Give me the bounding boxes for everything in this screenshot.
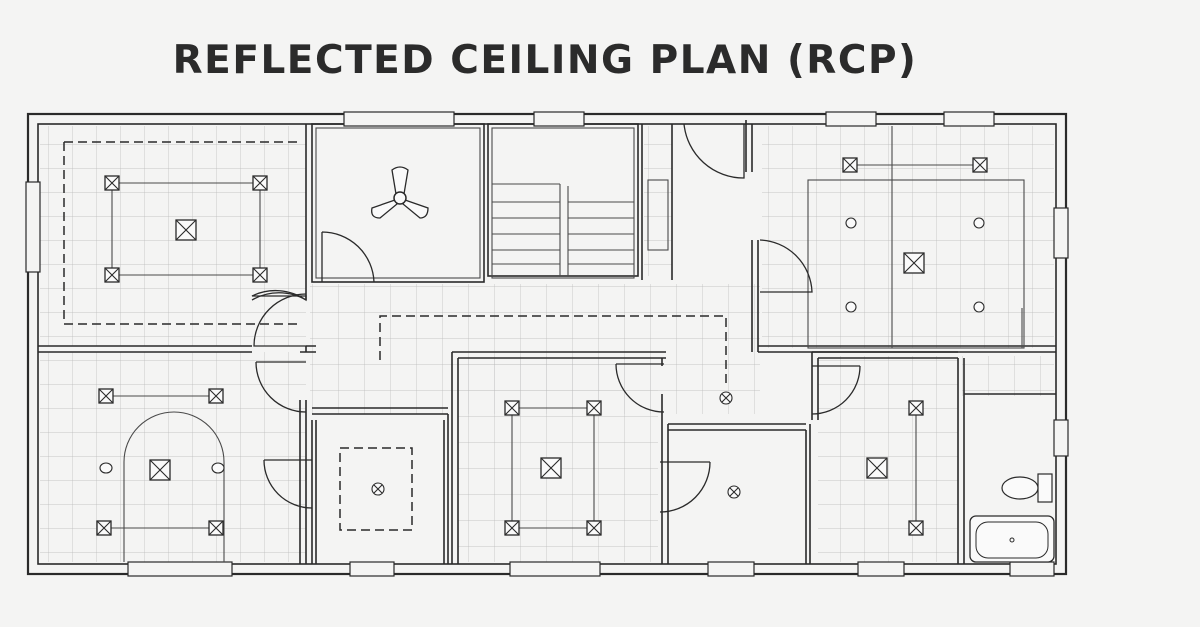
doors — [251, 123, 861, 513]
light-fixture-icon — [208, 520, 224, 536]
light-fixture-icon — [908, 400, 924, 416]
downlight-icon — [845, 217, 857, 229]
light-fixture-icon — [504, 400, 520, 416]
light-fixture-icon — [586, 520, 602, 536]
light-fixture-icon — [504, 520, 520, 536]
light-fixture-icon — [972, 157, 988, 173]
light-fixture-icon — [252, 267, 268, 283]
light-fixture-icon — [252, 175, 268, 191]
ceiling-fan-icon — [371, 166, 429, 219]
pendant-lights — [371, 391, 741, 499]
light-fixture-icon — [96, 520, 112, 536]
pendant-light-icon — [727, 485, 741, 499]
light-fixture-icon — [842, 157, 858, 173]
recessed-downlights — [99, 217, 985, 474]
light-fixture-icon — [903, 252, 925, 274]
downlight-icon — [99, 462, 113, 474]
light-fixture-icon — [540, 457, 562, 479]
interior-walls — [38, 120, 1056, 564]
lighting-circuits — [104, 164, 980, 529]
light-fixture-icon — [104, 175, 120, 191]
bathroom-fixtures — [969, 473, 1055, 563]
bathtub-icon — [969, 515, 1055, 563]
light-fixture-icon — [908, 520, 924, 536]
light-fixture-icon — [208, 388, 224, 404]
light-fixture-icon — [98, 388, 114, 404]
ceiling-soffits — [63, 141, 727, 562]
light-fixture-icon — [104, 267, 120, 283]
downlight-icon — [973, 301, 985, 313]
downlight-icon — [845, 301, 857, 313]
downlight-icon — [973, 217, 985, 229]
downlight-icon — [211, 462, 225, 474]
plan-title: REFLECTED CEILING PLAN (RCP) — [172, 38, 918, 83]
toilet-icon — [1001, 473, 1053, 503]
light-fixture-icon — [149, 459, 171, 481]
light-fixture-icon — [866, 457, 888, 479]
ceiling-grid — [40, 126, 1054, 562]
pendant-light-icon — [371, 482, 385, 496]
light-fixture-icon — [586, 400, 602, 416]
light-fixture-icon — [175, 219, 197, 241]
pendant-light-icon — [719, 391, 733, 405]
windows — [25, 111, 1069, 577]
ceiling-light-fixtures — [96, 157, 988, 536]
